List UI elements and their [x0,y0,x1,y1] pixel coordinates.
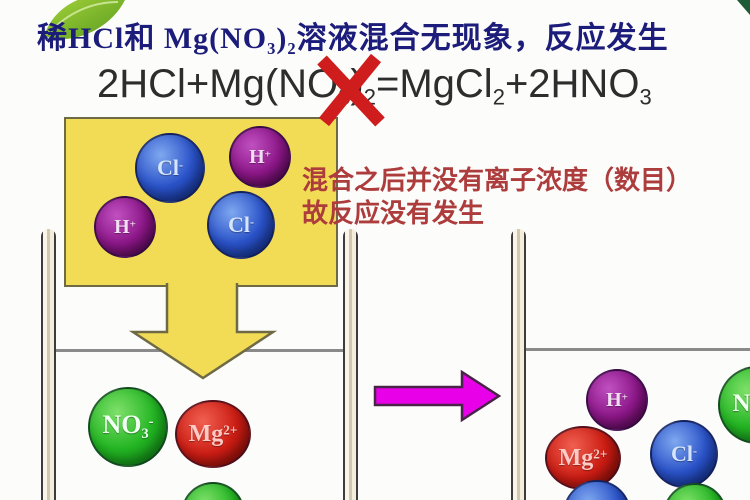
page-title: 稀HCl和 Mg(NO3)2溶液混合无现象，反应发生 [37,22,669,58]
ion-label: Mg2+ [558,445,608,471]
ion-magnesium: Mg2+ [175,400,251,468]
left-beaker-wall-right [343,229,358,500]
ion-nitrate: NO3- [88,387,168,467]
ion-magnesium: Mg2+ [545,426,621,490]
annotation-line-1: 混合之后并没有离子浓度（数目） [302,166,693,195]
corner-leaf-icon [737,0,750,15]
ion-nitrate: NO3- [181,482,245,500]
right-beaker-wall-left [511,229,526,500]
ion-chloride: Cl- [563,480,631,500]
cross-out-icon [317,53,385,127]
ion-hydrogen: H+ [586,369,648,431]
ion-nitrate: NO3- [663,483,727,500]
down-arrow-icon [128,283,278,380]
right-arrow-icon [373,369,502,423]
ion-nitrate: NO3- [718,366,750,444]
ion-label: Cl- [670,441,698,466]
ion-label: Mg2+ [188,421,238,447]
annotation-line-2: 故反应没有发生 [302,199,485,228]
ion-label: H+ [606,389,628,411]
mixed-ions-box [64,117,338,287]
water-line-right [525,348,750,351]
annotation-text: 混合之后并没有离子浓度（数目） 故反应没有发生 [302,164,692,230]
leaf-icon [44,0,125,40]
left-beaker-wall-left [41,229,56,500]
ion-label: NO3- [732,390,750,418]
ion-chloride: Cl- [650,420,718,488]
ion-label: NO3- [102,410,154,443]
